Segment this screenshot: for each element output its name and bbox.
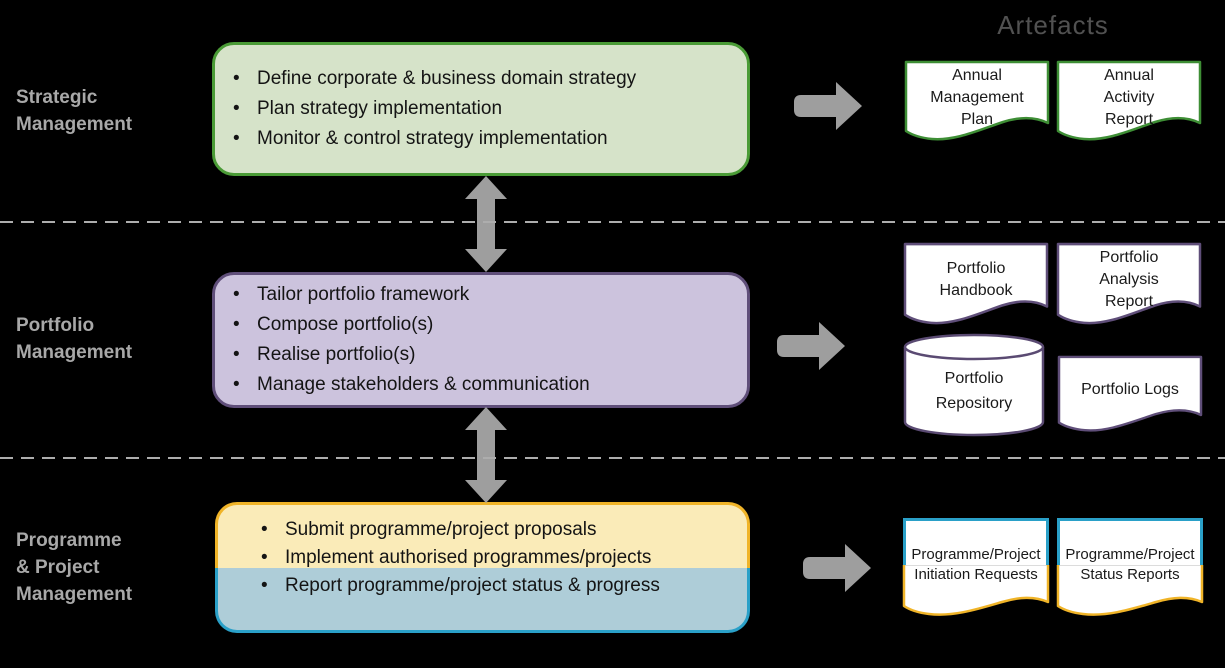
artefacts-heading: Artefacts — [997, 10, 1109, 40]
activity-item: Plan strategy implementation — [229, 94, 737, 124]
arrow-right-icon — [803, 544, 871, 592]
lane-divider-dashed — [0, 457, 1225, 459]
activity-item: Implement authorised programmes/projects — [257, 544, 742, 572]
arrow-right-icon — [777, 322, 845, 370]
document-shape — [1056, 565, 1204, 616]
artefact-programme-project-status-reports: Programme/Project Status Reports — [1056, 518, 1204, 616]
cylinder-shape — [903, 333, 1045, 437]
activity-item: Report programme/project status & progre… — [257, 572, 742, 600]
document-shape — [1057, 518, 1203, 571]
artefact-label: Programme/Project Status Reports — [1065, 546, 1195, 583]
document-shape — [903, 518, 1049, 571]
artefact-label: Portfolio Analysis Report — [1099, 249, 1159, 310]
lane-divider-dashed — [0, 221, 1225, 223]
activity-item: Tailor portfolio framework — [229, 280, 737, 310]
artefact-label: Portfolio Logs — [1081, 381, 1179, 398]
artefact-portfolio-repository: Portfolio Repository — [903, 333, 1045, 437]
document-shape — [903, 242, 1049, 325]
activity-item: Compose portfolio(s) — [229, 310, 737, 340]
lane-label-strategic-management: Strategic Management — [16, 87, 133, 135]
double-arrow-icon — [465, 176, 507, 272]
document-shape — [1056, 60, 1202, 141]
document-shape — [904, 60, 1050, 141]
artefact-portfolio-logs: Portfolio Logs — [1057, 355, 1203, 435]
artefact-label: Portfolio Handbook — [939, 260, 1013, 299]
lane-label-portfolio-management: Portfolio Management — [16, 315, 133, 363]
document-shape — [902, 565, 1050, 616]
artefact-portfolio-analysis-report: Portfolio Analysis Report — [1056, 242, 1202, 328]
artefact-label: Portfolio Repository — [935, 370, 1013, 412]
artefact-label: Programme/Project Initiation Requests — [911, 546, 1041, 583]
document-shape — [1056, 242, 1202, 325]
activity-item: Submit programme/project proposals — [257, 516, 742, 544]
document-shape — [1057, 355, 1203, 432]
programme-activities-box: Submit programme/project proposals Imple… — [215, 502, 750, 633]
activity-item: Define corporate & business domain strat… — [229, 64, 737, 94]
arrow-right-icon — [794, 82, 862, 130]
artefact-label: Annual Management Plan — [930, 67, 1024, 128]
activity-item: Manage stakeholders & communication — [229, 370, 737, 400]
artefact-label: Annual Activity Report — [1103, 67, 1155, 128]
strategic-activities-box: Define corporate & business domain strat… — [212, 42, 750, 176]
artefact-programme-project-initiation-requests: Programme/Project Initiation Requests — [902, 518, 1050, 616]
artefact-annual-management-plan: Annual Management Plan — [904, 60, 1050, 144]
portfolio-activities-box: Tailor portfolio framework Compose portf… — [212, 272, 750, 408]
activity-item: Realise portfolio(s) — [229, 340, 737, 370]
lane-label-programme-project-management: Programme & Project Management — [16, 530, 133, 605]
artefact-annual-activity-report: Annual Activity Report — [1056, 60, 1202, 144]
artefact-portfolio-handbook: Portfolio Handbook — [903, 242, 1049, 328]
activity-item: Monitor & control strategy implementatio… — [229, 124, 737, 154]
double-arrow-icon — [465, 407, 507, 503]
